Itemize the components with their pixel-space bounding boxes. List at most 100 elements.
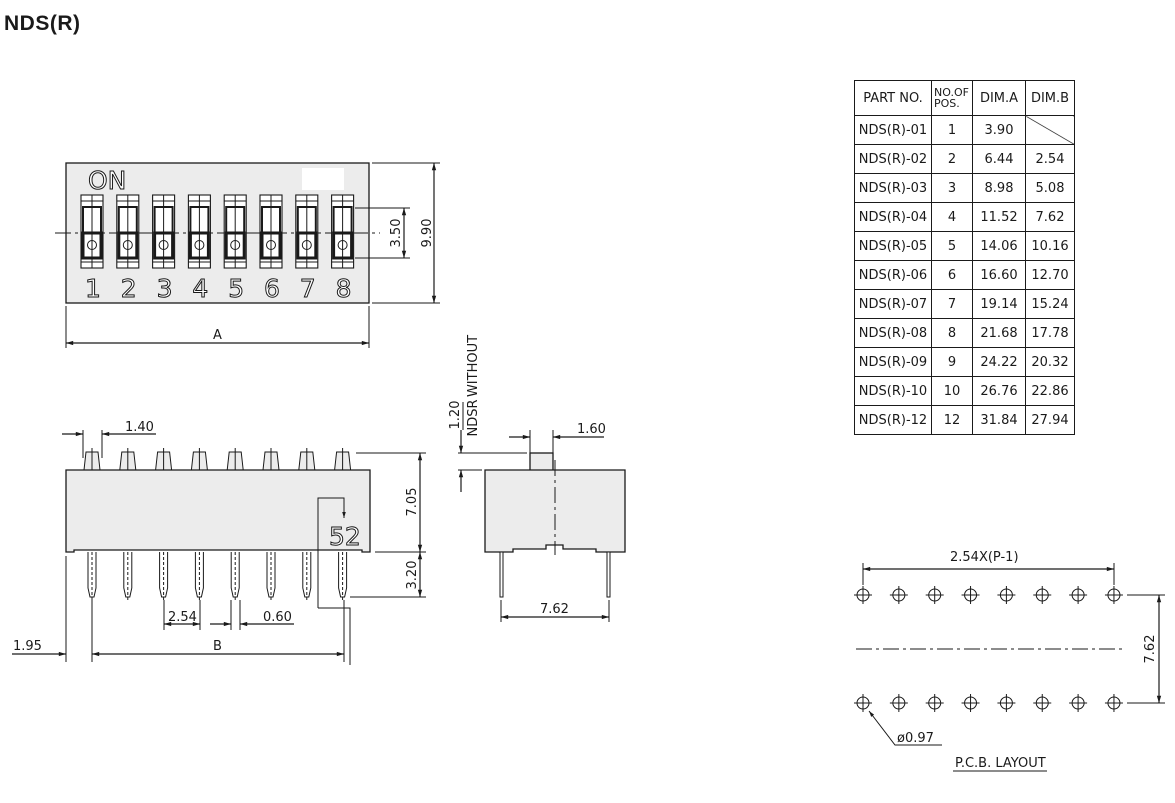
cell-pos: 8 (931, 318, 973, 348)
dip-switch: 2 (116, 194, 140, 304)
cell-pos: 12 (931, 405, 973, 435)
cell-part: NDS(R)-07 (854, 289, 932, 319)
pcb-hole (889, 694, 908, 712)
switch-number: 6 (264, 274, 280, 303)
dim-2-54: 2.54 (168, 610, 197, 625)
cell-part: NDS(R)-10 (854, 376, 932, 406)
header-part-no: PART NO. (854, 80, 932, 116)
table-header-row: PART NO. NO.OF POS. DIM.A DIM.B (854, 80, 1075, 116)
dip-switch: 5 (223, 194, 247, 304)
on-label: ON (88, 166, 126, 195)
pcb-caption: P.C.B. LAYOUT (955, 756, 1046, 771)
pcb-hole (961, 586, 980, 604)
pcb-hole (1104, 694, 1123, 712)
dim-0-60: 0.60 (263, 610, 292, 625)
note-without: WITHOUT (466, 335, 481, 397)
switch-number: 4 (192, 274, 208, 303)
pcb-hole (854, 586, 872, 604)
cell-b: 12.70 (1025, 260, 1075, 290)
dim-b-label: B (213, 639, 222, 654)
pcb-hole (961, 694, 980, 712)
dip-switch: 3 (152, 194, 176, 304)
dip-switch: 4 (187, 194, 211, 304)
header-dim-b: DIM.B (1025, 80, 1075, 116)
dim-1-95: 1.95 (13, 639, 42, 654)
dip-switch: 7 (295, 194, 319, 304)
cell-b: 2.54 (1025, 144, 1075, 174)
cell-pos: 4 (931, 202, 973, 232)
pcb-pitch-label: 2.54X(P-1) (950, 550, 1019, 565)
cell-part: NDS(R)-12 (854, 405, 932, 435)
cell-a: 6.44 (972, 144, 1026, 174)
cell-a: 26.76 (972, 376, 1026, 406)
pcb-row-spacing: 7.62 (1143, 635, 1158, 664)
cell-b: 7.62 (1025, 202, 1075, 232)
cell-pos: 2 (931, 144, 973, 174)
cell-b (1025, 115, 1075, 145)
cell-b: 17.78 (1025, 318, 1075, 348)
cell-a: 14.06 (972, 231, 1026, 261)
pcb-layout: 2.54X(P-1) 7.62 ø0.97 P.C.B. LAYOUT (854, 550, 1165, 772)
dim-7-62-side: 7.62 (540, 602, 569, 617)
pcb-hole (889, 586, 908, 604)
dim-1-40: 1.40 (125, 420, 154, 435)
hole-diameter: ø0.97 (897, 731, 934, 746)
cell-part: NDS(R)-01 (854, 115, 932, 145)
dip-switch: 8 (331, 194, 355, 304)
cell-b: 5.08 (1025, 173, 1075, 203)
note-ndsr: NDSR (466, 399, 481, 436)
pcb-hole (1033, 586, 1052, 604)
dimension-table: PART NO. NO.OF POS. DIM.A DIM.B NDS(R)-0… (854, 80, 1075, 435)
cell-pos: 1 (931, 115, 973, 145)
cell-pos: 3 (931, 173, 973, 203)
cell-pos: 10 (931, 376, 973, 406)
dim-7-05: 7.05 (405, 488, 420, 517)
pcb-hole (1069, 586, 1088, 604)
dim-3-50: 3.50 (389, 219, 404, 248)
cell-a: 24.22 (972, 347, 1026, 377)
pcb-hole (1033, 694, 1052, 712)
header-dim-a: DIM.A (972, 80, 1026, 116)
dim-9-90: 9.90 (420, 219, 435, 248)
cell-b: 27.94 (1025, 405, 1075, 435)
header-no-of-pos: NO.OF POS. (931, 80, 973, 116)
cell-a: 21.68 (972, 318, 1026, 348)
cell-a: 8.98 (972, 173, 1026, 203)
cell-part: NDS(R)-04 (854, 202, 932, 232)
cell-part: NDS(R)-08 (854, 318, 932, 348)
cell-b: 20.32 (1025, 347, 1075, 377)
pcb-hole (1069, 694, 1088, 712)
side-view: 7.62 1.60 1.20 NDSR WITHOUT (448, 335, 626, 622)
cell-pos: 5 (931, 231, 973, 261)
dip-switch: 6 (259, 194, 283, 304)
cell-a: 3.90 (972, 115, 1026, 145)
cell-part: NDS(R)-05 (854, 231, 932, 261)
dim-a-label: A (213, 328, 222, 343)
switch-number: 2 (121, 274, 137, 303)
switch-number: 3 (157, 274, 173, 303)
cell-pos: 9 (931, 347, 973, 377)
pcb-hole (854, 694, 872, 712)
dim-1-20: 1.20 (448, 401, 463, 430)
cell-a: 11.52 (972, 202, 1026, 232)
cell-b: 10.16 (1025, 231, 1075, 261)
cell-b: 15.24 (1025, 289, 1075, 319)
cell-part: NDS(R)-03 (854, 173, 932, 203)
cell-a: 16.60 (972, 260, 1026, 290)
cell-pos: 6 (931, 260, 973, 290)
cell-a: 31.84 (972, 405, 1026, 435)
switch-number: 7 (300, 274, 316, 303)
dim-1-60: 1.60 (577, 422, 606, 437)
switch-number: 5 (228, 274, 244, 303)
dim-3-20: 3.20 (405, 561, 420, 590)
